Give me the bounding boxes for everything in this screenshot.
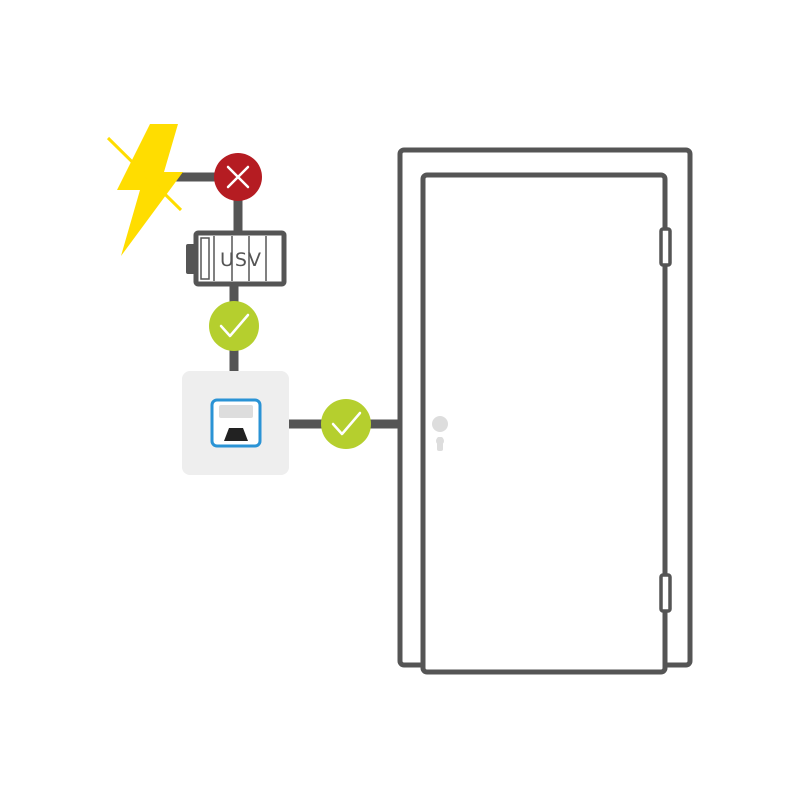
keyhole-icon (432, 416, 448, 451)
ok-status-icon-door (321, 399, 371, 449)
lightning-strike-line (106, 136, 183, 212)
reader-slot-icon (224, 428, 248, 441)
door-icon (397, 147, 693, 675)
door-hinge-top (659, 227, 672, 267)
door-leaf (420, 172, 668, 675)
door-hinge-bottom (659, 573, 672, 613)
ups-label: USV (220, 249, 262, 271)
connection-lines (162, 172, 400, 429)
ups-battery-icon: USV (186, 230, 287, 287)
lightning-icon (106, 124, 183, 256)
ok-status-icon-ups (209, 301, 259, 351)
access-reader-device (182, 371, 289, 475)
error-status-icon (214, 153, 262, 201)
